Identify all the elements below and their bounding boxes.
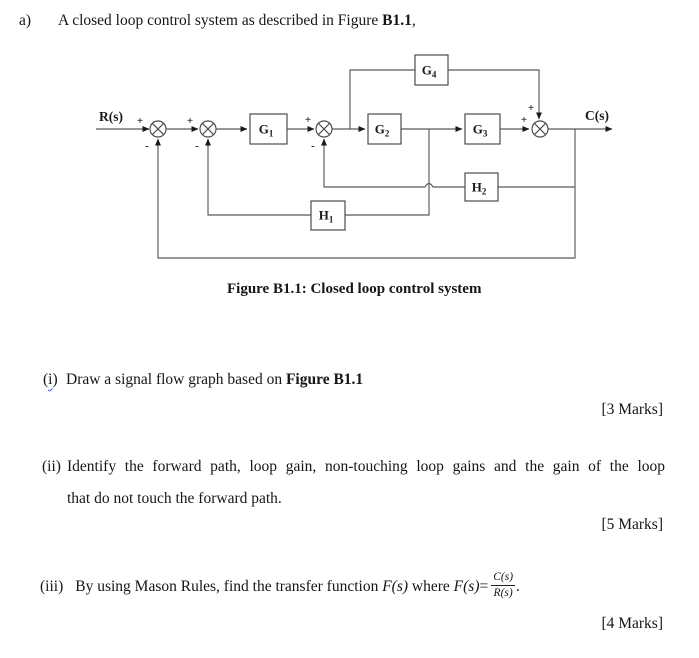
transfer-function-fraction: C(s) R(s)	[491, 571, 516, 600]
item-label: a)	[19, 12, 32, 29]
sum3-plus-sign: +	[305, 114, 311, 126]
summing-junctions	[149, 120, 549, 138]
question-iii-number: (iii)	[40, 578, 64, 595]
gain-blocks	[249, 54, 501, 231]
output-signal-label: C(s)	[585, 108, 609, 123]
line-h2-out	[321, 138, 465, 188]
line-h1-in	[345, 129, 430, 216]
block-g2-label: G2	[375, 122, 390, 139]
block-h2	[464, 172, 499, 202]
summing-junction-1	[149, 120, 167, 138]
sum2-minus-sign: -	[195, 140, 199, 152]
block-h1-label: H1	[319, 208, 334, 225]
block-g4	[414, 54, 449, 86]
block-diagram: G1 G2 G3 G4 H1 H2 R(s) C(s) + - + - + - …	[96, 54, 613, 259]
question-iii-marks: [4 Marks]	[601, 615, 663, 632]
block-g4-label: G4	[422, 63, 437, 80]
line-g4-out	[448, 69, 542, 120]
sum1-plus-sign: +	[137, 115, 143, 127]
summing-junction-4	[531, 120, 549, 138]
block-h2-label: H2	[472, 180, 487, 197]
sum3-minus-sign: -	[311, 140, 315, 152]
sentence-period: .	[516, 578, 520, 595]
intro-line: A closed loop control system as describe…	[58, 11, 416, 30]
question-i-text: Draw a signal flow graph based on Figure…	[66, 371, 364, 388]
intro-text: A closed loop control system as describe…	[58, 12, 383, 29]
line-outer-feedback	[155, 129, 576, 259]
sum1-minus-sign: -	[145, 140, 149, 152]
sum2-plus-sign: +	[187, 115, 193, 127]
summing-junction-3	[315, 120, 333, 138]
question-i-number: (i)	[43, 371, 58, 388]
block-h1	[310, 200, 346, 231]
intro-figure-ref: B1.1	[382, 12, 412, 29]
input-signal-label: R(s)	[99, 109, 123, 124]
fraction-denominator: R(s)	[493, 587, 513, 599]
block-g1-label: G1	[259, 122, 274, 139]
question-ii-number: (ii)	[42, 458, 61, 475]
f-of-s-italic: F(s)	[453, 578, 480, 595]
block-g1	[249, 113, 288, 145]
sum4-left-plus-sign: +	[521, 114, 527, 126]
block-g3	[464, 113, 501, 145]
question-ii-line1: Identify the forward path, loop gain, no…	[67, 458, 665, 475]
question-ii-line2: that do not touch the forward path.	[67, 490, 282, 507]
intro-tail: ,	[411, 12, 416, 29]
fraction-numerator: C(s)	[491, 571, 516, 586]
sum4-top-plus-sign: +	[528, 102, 534, 114]
f-of-s-italic: F(s)	[382, 578, 409, 595]
question-ii-marks: [5 Marks]	[601, 516, 663, 533]
block-g3-label: G3	[473, 122, 488, 139]
line-h1-out	[205, 138, 311, 216]
line-g4-in	[349, 69, 415, 129]
question-i-marks: [3 Marks]	[601, 401, 663, 418]
figure-caption: Figure B1.1: Closed loop control system	[227, 281, 482, 297]
block-g2	[367, 113, 402, 145]
question-iii-line: (iii) By using Mason Rules, find the tra…	[40, 571, 520, 601]
signal-lines	[96, 69, 613, 259]
question-iii-text: By using Mason Rules, find the transfer …	[75, 578, 489, 595]
summing-junction-2	[199, 120, 217, 138]
